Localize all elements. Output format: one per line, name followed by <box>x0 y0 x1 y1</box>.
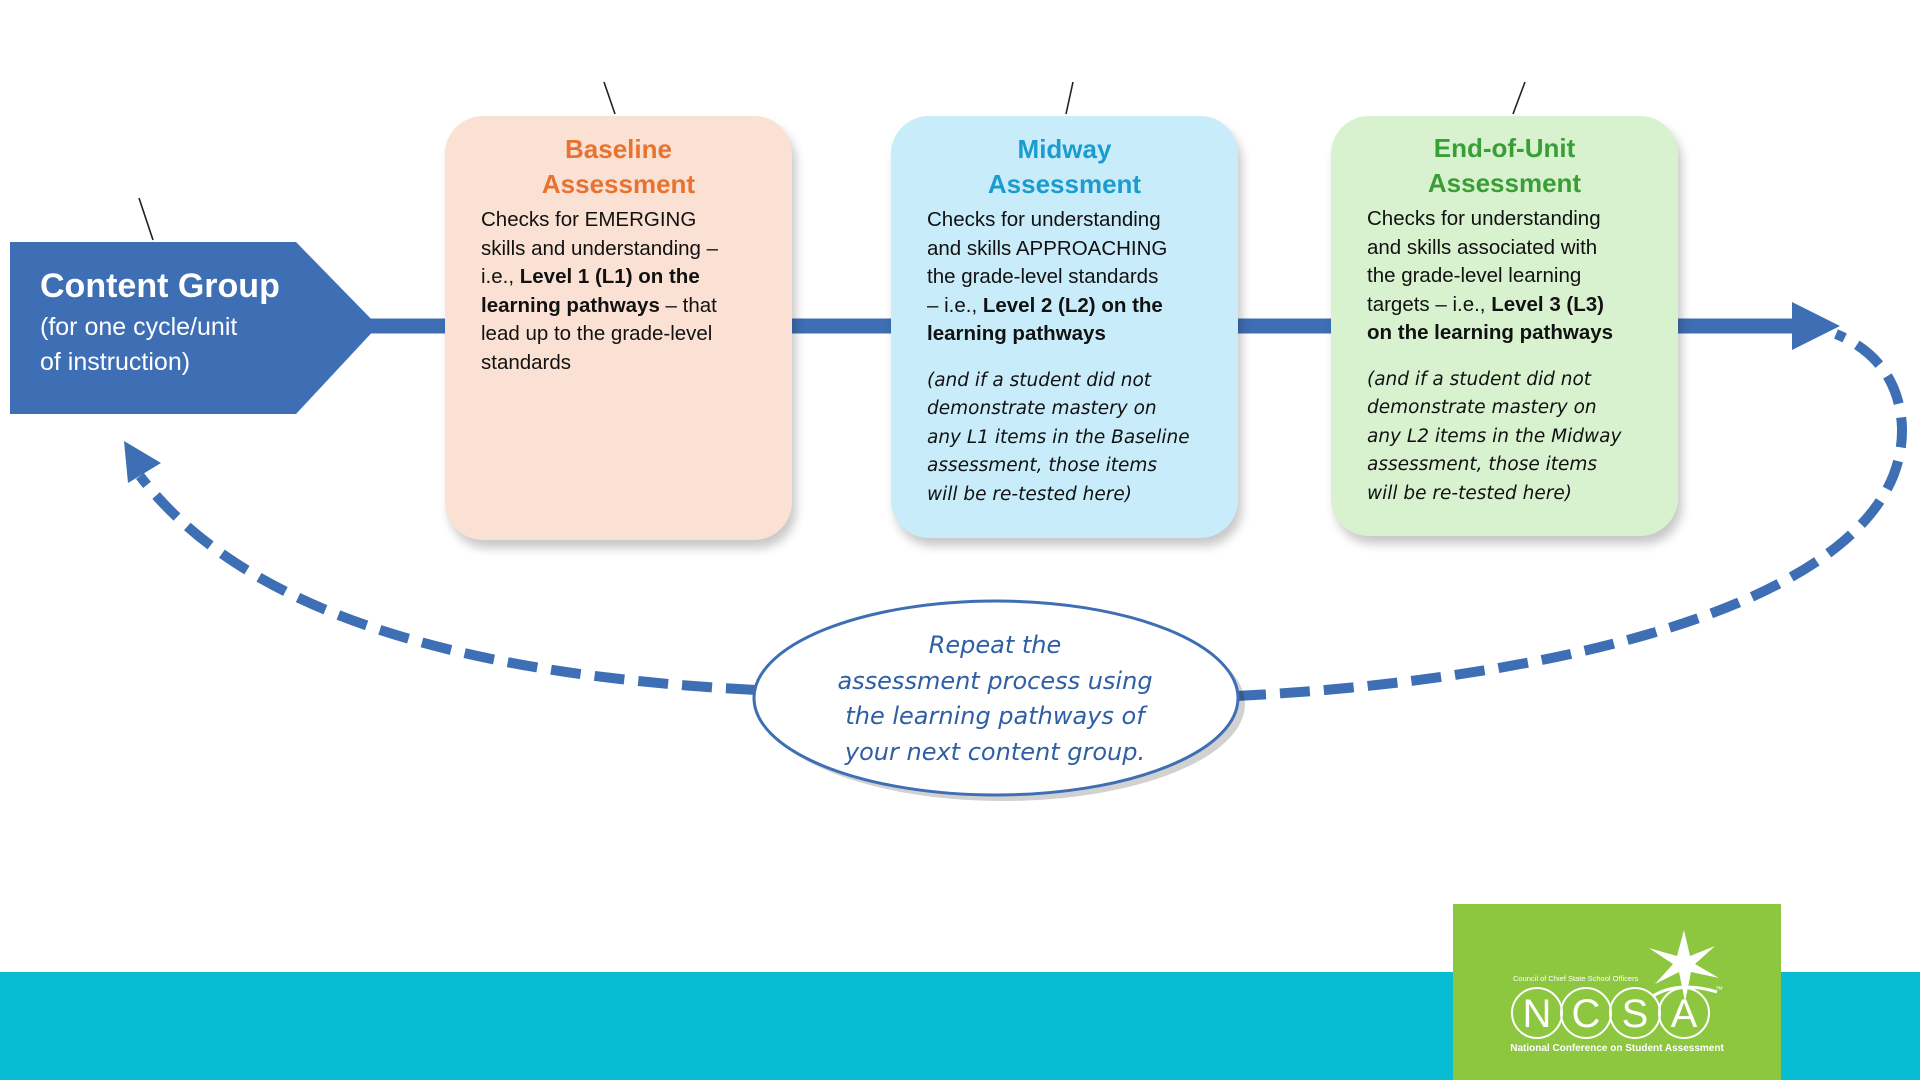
midway-title: Midway Assessment <box>927 132 1202 202</box>
midway-line3: the grade-level standards <box>927 265 1159 288</box>
repeat-line3: the learning pathways of <box>845 702 1145 730</box>
content-group-label: Content Group (for one cycle/unit of ins… <box>40 262 340 380</box>
logo-letter-s: S <box>1622 992 1649 1036</box>
midway-note-line1: (and if a student did not <box>927 369 1152 391</box>
timeline-arrowhead <box>1792 302 1840 350</box>
baseline-line4-a: learning pathways <box>481 293 660 317</box>
logo-circle-a <box>1658 987 1710 1039</box>
end-of-unit-line4-b: Level 3 (L3) <box>1491 292 1604 316</box>
leader-line-end-of-unit <box>1512 81 1526 115</box>
end-of-unit-line1: Checks for understanding <box>1367 207 1601 230</box>
midway-line5: learning pathways <box>927 320 1238 349</box>
baseline-line4: learning pathways – that <box>481 292 792 321</box>
midway-note-line2: demonstrate mastery on <box>927 398 1157 419</box>
end-of-unit-note-line3: any L2 items in the Midway <box>1367 425 1622 447</box>
dashed-loop-right <box>1235 329 1908 701</box>
baseline-line3: i.e., Level 1 (L1) on the <box>481 263 792 292</box>
midway-note-line5: will be re-tested here) <box>927 483 1132 505</box>
end-of-unit-line2: and skills associated with <box>1367 235 1598 259</box>
midway-line1: Checks for understanding <box>927 208 1161 231</box>
midway-line4-a: – i.e., <box>927 293 983 317</box>
end-of-unit-note-line2: demonstrate mastery on <box>1367 397 1597 418</box>
content-group-title: Content Group <box>40 267 280 305</box>
end-of-unit-line5: on the learning pathways <box>1367 319 1678 348</box>
baseline-description: Checks for EMERGING skills and understan… <box>481 206 792 377</box>
midway-assessment-box: Midway Assessment Checks for understandi… <box>891 116 1238 538</box>
logo-subtitle: National Conference on Student Assessmen… <box>1510 1043 1724 1054</box>
baseline-line1: Checks for EMERGING <box>481 208 697 231</box>
end-of-unit-note-line1: (and if a student did not <box>1367 368 1592 390</box>
baseline-line3-a: i.e., <box>481 265 520 288</box>
baseline-line6: standards <box>481 350 572 374</box>
baseline-assessment-box: Baseline Assessment Checks for EMERGING … <box>445 116 792 540</box>
baseline-title: Baseline Assessment <box>481 132 756 202</box>
end-of-unit-title: End-of-Unit Assessment <box>1367 131 1642 201</box>
end-of-unit-description: Checks for understanding and skills asso… <box>1367 205 1678 348</box>
logo-trademark: ™ <box>1715 985 1723 994</box>
dashed-loop-left <box>136 472 757 695</box>
midway-note: (and if a student did not demonstrate ma… <box>927 367 1238 510</box>
ncsa-logo: Council of Chief State School Officers N… <box>1453 904 1781 1080</box>
content-group-subtitle-line2: of instruction) <box>40 348 191 376</box>
leader-line-baseline <box>603 81 616 115</box>
midway-title-line2: Assessment <box>987 169 1142 199</box>
logo-letter-c: C <box>1572 992 1601 1036</box>
logo-letter-n: N <box>1523 992 1552 1036</box>
end-of-unit-note: (and if a student did not demonstrate ma… <box>1367 366 1678 509</box>
midway-line5-b: learning pathways <box>927 322 1106 345</box>
end-of-unit-line5-b: on the learning pathways <box>1367 321 1614 344</box>
logo-letter-a: A <box>1671 992 1698 1036</box>
repeat-line1: Repeat the <box>928 631 1062 659</box>
end-of-unit-assessment-box: End-of-Unit Assessment Checks for unders… <box>1331 116 1678 536</box>
end-of-unit-line4-a: targets – i.e., <box>1367 292 1492 316</box>
midway-note-line4: assessment, those items <box>927 455 1158 476</box>
baseline-line2: skills and understanding – <box>481 236 719 260</box>
end-of-unit-line4: targets – i.e., Level 3 (L3) <box>1367 291 1678 320</box>
logo-letters: N C S A ™ <box>1511 985 1723 1039</box>
end-of-unit-title-line2: Assessment <box>1427 168 1582 198</box>
midway-line4-b: Level 2 (L2) on the <box>982 293 1163 317</box>
midway-line4: – i.e., Level 2 (L2) on the <box>927 292 1238 321</box>
baseline-title-line2: Assessment <box>541 169 696 199</box>
repeat-ellipse <box>752 599 1240 797</box>
midway-line2: and skills APPROACHING <box>927 236 1168 260</box>
repeat-line2: assessment process using <box>837 666 1153 695</box>
end-of-unit-line3: the grade-level learning <box>1367 264 1582 287</box>
loop-arrowhead <box>124 441 161 483</box>
content-group-subtitle-line1: (for one cycle/unit <box>40 313 238 341</box>
baseline-title-line1: Baseline <box>565 134 672 164</box>
midway-note-line3: any L1 items in the Baseline <box>927 426 1190 448</box>
midway-description: Checks for understanding and skills APPR… <box>927 206 1238 349</box>
baseline-line3-b: Level 1 (L1) on the <box>519 265 700 288</box>
content-group-shape <box>10 242 378 414</box>
repeat-instruction: Repeat the assessment process using the … <box>790 628 1200 770</box>
end-of-unit-note-line4: assessment, those items <box>1367 454 1598 475</box>
midway-title-line1: Midway <box>1017 134 1112 164</box>
end-of-unit-title-line1: End-of-Unit <box>1433 133 1576 163</box>
baseline-line4-b: – that <box>659 293 717 317</box>
logo-top-text: Council of Chief State School Officers <box>1513 974 1639 983</box>
leader-line-midway <box>1065 81 1074 115</box>
repeat-line4: your next content group. <box>844 737 1146 766</box>
baseline-line5: lead up to the grade-level <box>481 322 713 345</box>
leader-line-content-group <box>138 197 154 241</box>
end-of-unit-note-line5: will be re-tested here) <box>1367 482 1572 504</box>
